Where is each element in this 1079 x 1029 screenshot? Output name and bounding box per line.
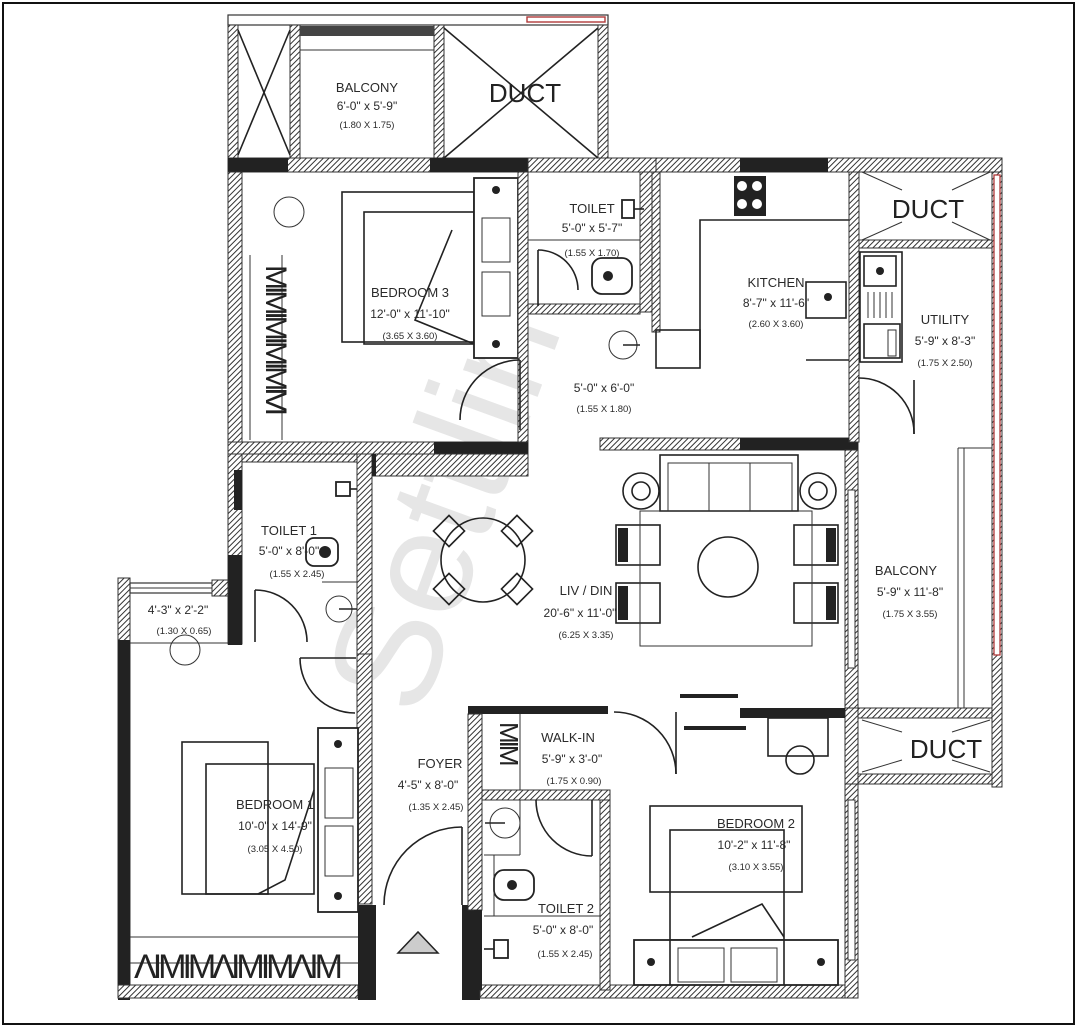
entrance-triangle-icon <box>396 930 440 954</box>
bedroom3-metric: (3.65 X 3.60) <box>383 331 438 342</box>
bedroom2-metric: (3.10 X 3.55) <box>729 862 784 873</box>
kitchen-dims: 8'-7" x 11'-6" <box>743 296 809 310</box>
walkin-metric: (1.75 X 0.90) <box>547 776 602 787</box>
bedroom1-dims: 10'-0" x 14'-9" <box>238 819 312 833</box>
duct-right-top-label: DUCT <box>892 194 964 224</box>
toilet2 <box>474 799 611 991</box>
balcony-top-name: BALCONY <box>336 80 398 95</box>
toilet-top <box>527 171 655 315</box>
living-dining-furniture <box>371 449 859 709</box>
outer-walls <box>117 157 1003 1000</box>
bedroom2-furniture <box>633 799 856 986</box>
balcony-right <box>957 447 992 708</box>
bedroom2-name: BEDROOM 2 <box>717 816 795 831</box>
small-balcony-dims: 4'-3" x 2'-2" <box>148 603 208 617</box>
livdin-dims: 20'-6" x 11'-0" <box>544 606 617 620</box>
passage-dims: 5'-0" x 6'-0" <box>574 381 634 395</box>
balcony-top-dims: 6'-0" x 5'-9" <box>337 99 397 113</box>
bedroom3-name: BEDROOM 3 <box>371 285 449 300</box>
duct-right-bottom-label: DUCT <box>910 734 982 764</box>
watermark: Settlin <box>292 282 592 731</box>
passage-metric: (1.55 X 1.80) <box>577 404 632 415</box>
toilet-top-name: TOILET <box>569 201 614 216</box>
balcony-right-name: BALCONY <box>875 563 937 578</box>
foyer-dims: 4'-5" x 8'-0" <box>398 778 458 792</box>
toilet2-name: TOILET 2 <box>538 901 594 916</box>
bedroom1-name: BEDROOM 1 <box>236 797 314 812</box>
toilet1 <box>234 453 373 655</box>
utility-dims: 5'-9" x 8'-3" <box>915 334 975 348</box>
toilet1-name: TOILET 1 <box>261 523 317 538</box>
toilet-top-dims: 5'-0" x 5'-7" <box>562 221 622 235</box>
toilet2-metric: (1.55 X 2.45) <box>538 949 593 960</box>
kitchen-metric: (2.60 X 3.60) <box>749 319 804 330</box>
utility-metric: (1.75 X 2.50) <box>918 358 973 369</box>
toilet2-dims: 5'-0" x 8'-0" <box>533 923 593 937</box>
foyer-name: FOYER <box>418 756 463 771</box>
foyer <box>299 653 483 954</box>
svg-text:MIM: MIM <box>494 722 524 765</box>
small-balcony-metric: (1.30 X 0.65) <box>157 626 212 637</box>
duct-top-label: DUCT <box>489 78 561 108</box>
bedroom3-furniture: MIMIMIMIMIVI <box>249 171 529 443</box>
bedroom2-dims: 10'-2" x 11'-8" <box>718 838 791 852</box>
toilet-top-metric: (1.55 X 1.70) <box>565 248 620 259</box>
svg-text:ΛIMIMΛIMIMΛIM: ΛIMIMΛIMIMΛIM <box>134 948 341 986</box>
passage-sink <box>608 330 640 360</box>
balcony-right-dims: 5'-9" x 11'-8" <box>877 585 943 599</box>
kitchen-name: KITCHEN <box>747 275 804 290</box>
window-red-right <box>993 174 1001 656</box>
livdin-metric: (6.25 X 3.35) <box>559 630 614 641</box>
utility-fixtures <box>857 251 915 435</box>
duct-right-bottom <box>844 707 993 785</box>
bedroom1-furniture: ΛIMIMΛIMIMΛIM <box>130 634 359 986</box>
walkin-dims: 5'-9" x 3'-0" <box>542 752 602 766</box>
bedroom3-dims: 12'-0" x 11'-10" <box>370 307 450 321</box>
duct-right-top <box>858 171 993 249</box>
small-balcony <box>129 579 229 644</box>
toilet1-dims: 5'-0" x 8'-0" <box>259 544 319 558</box>
foyer-metric: (1.35 X 2.45) <box>409 802 464 813</box>
bedroom1-metric: (3.05 X 4.50) <box>248 844 303 855</box>
livdin-name: LIV / DIN <box>560 583 613 598</box>
utility-name: UTILITY <box>921 312 970 327</box>
svg-text:MIMIMIMIMIVI: MIMIMIMIMIVI <box>259 265 292 414</box>
walkin-name: WALK-IN <box>541 730 595 745</box>
window-red-top <box>526 16 606 23</box>
walkin: MIM <box>467 694 845 801</box>
balcony-right-metric: (1.75 X 3.55) <box>883 609 938 620</box>
balcony-top-metric: (1.80 X 1.75) <box>340 120 395 131</box>
kitchen-fixtures <box>651 171 860 443</box>
toilet1-metric: (1.55 X 2.45) <box>270 569 325 580</box>
